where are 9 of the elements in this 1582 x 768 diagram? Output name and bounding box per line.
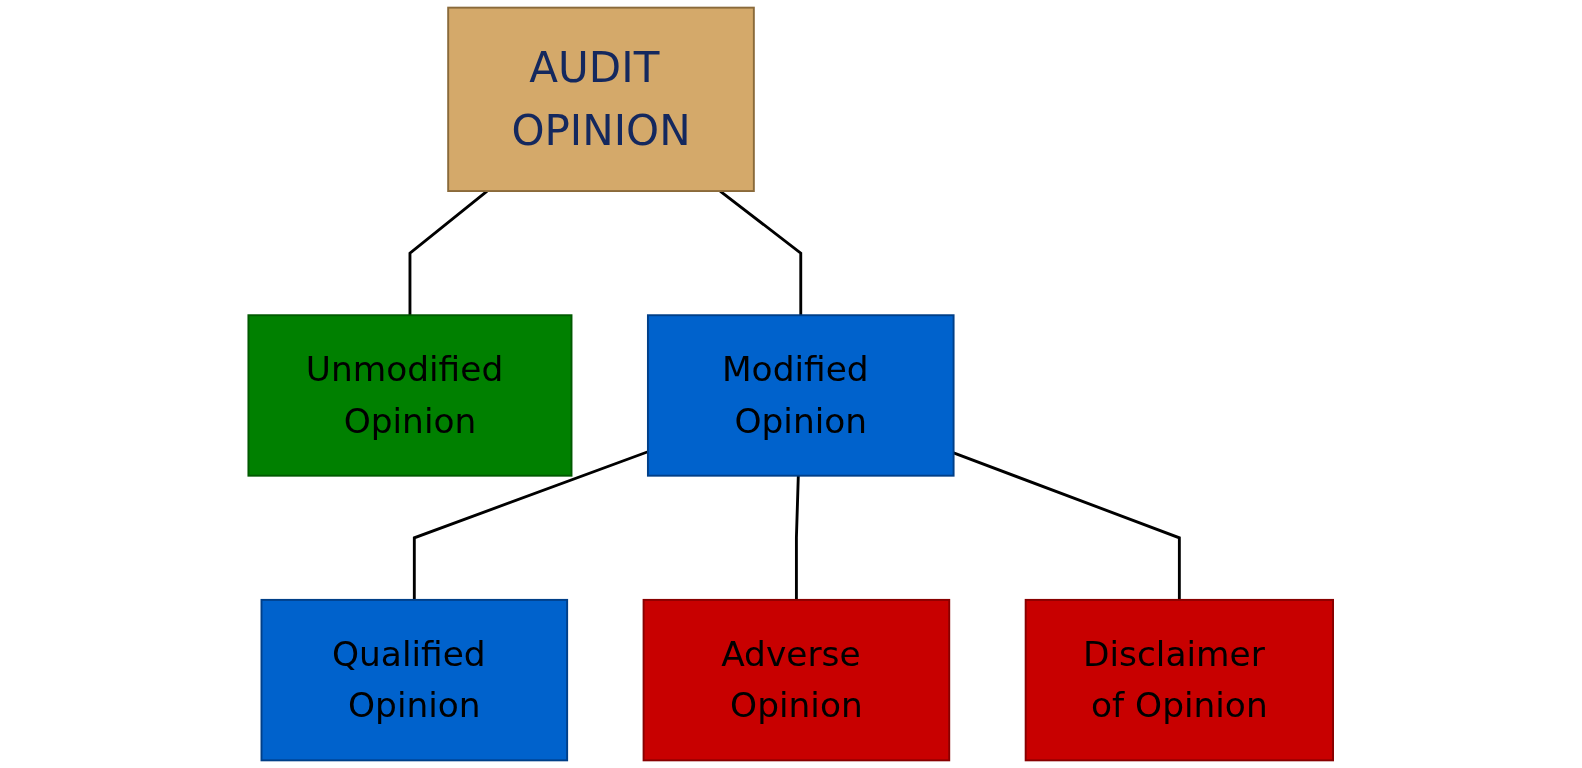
node-box: Unmodified Opinion [247, 314, 573, 477]
node-box: Qualified Opinion [260, 598, 569, 762]
node-box: Modified Opinion [647, 314, 955, 477]
connector [953, 451, 1182, 600]
node-box: AUDIT OPINION [447, 6, 756, 192]
connector [413, 450, 649, 600]
node-box: Disclaimer of Opinion [1024, 598, 1335, 762]
connector [795, 475, 800, 600]
node-box: Adverse Opinion [642, 598, 951, 762]
